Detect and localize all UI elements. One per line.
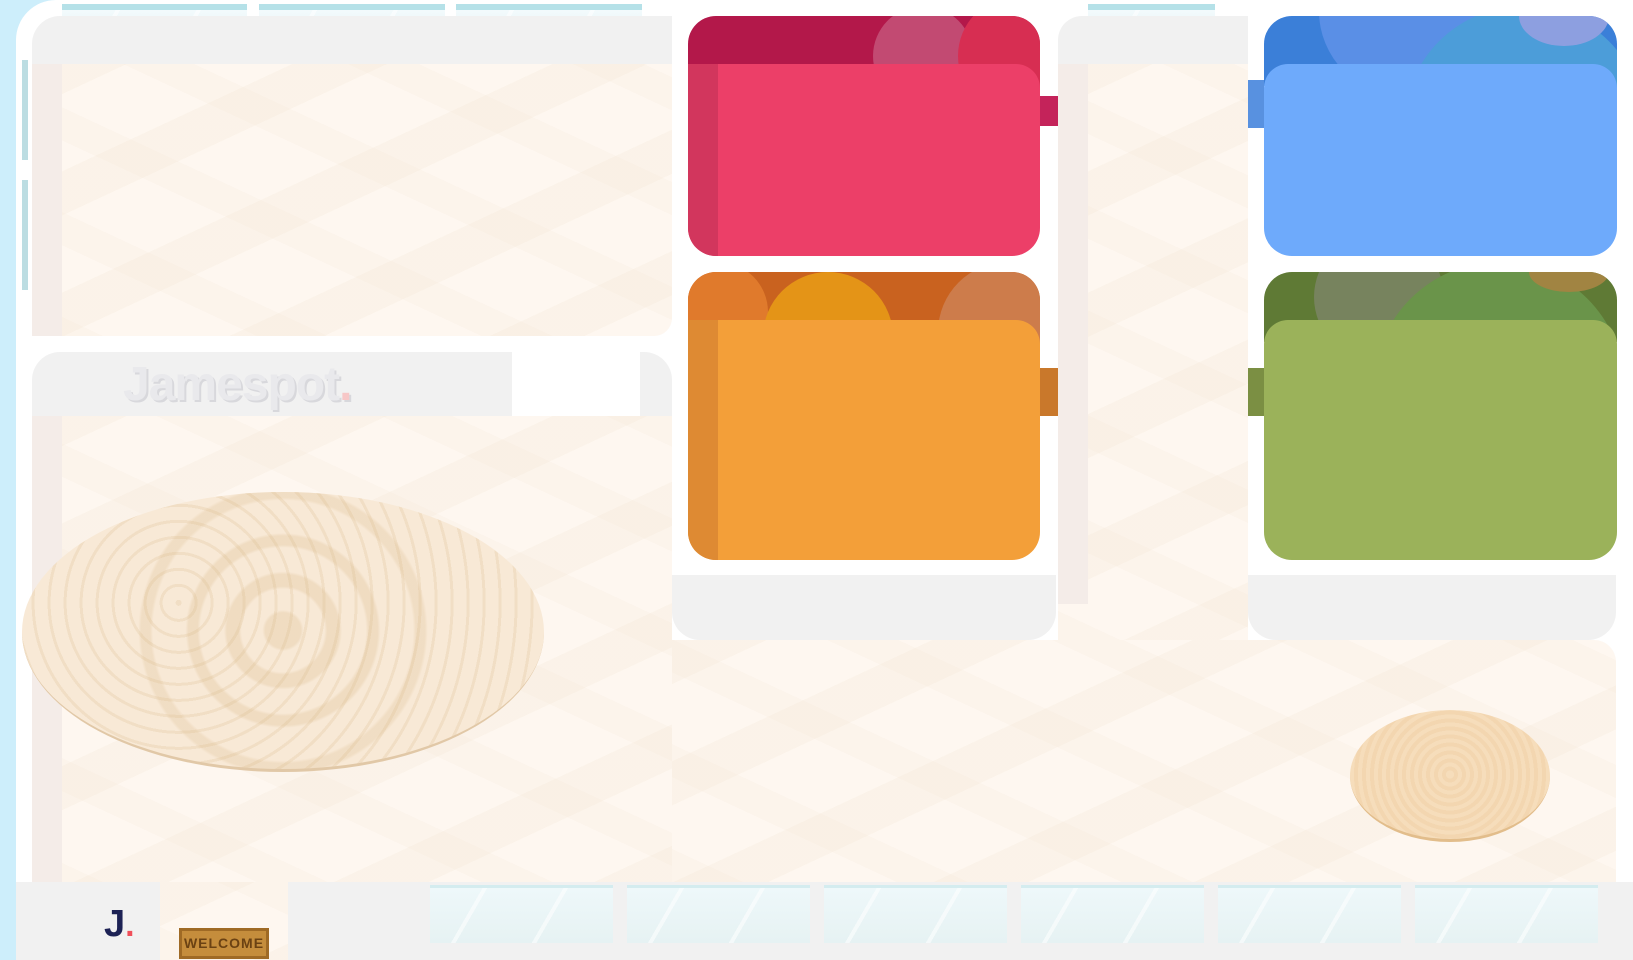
room-door-side [688,64,718,256]
bottom-window-3 [824,885,1007,943]
room-door[interactable] [1248,368,1264,416]
open-space-upper-left [32,64,672,336]
side-window-lower [22,180,28,290]
bottom-window-4 [1021,885,1204,943]
jamespot-corner-logo[interactable]: J. [104,902,135,946]
wall-segment [1248,575,1616,640]
meeting-room-blue[interactable] [1264,16,1617,256]
meeting-room-green[interactable] [1264,272,1617,560]
round-woven-rug [1350,710,1550,842]
jamespot-watermark: Jamespot. [123,356,352,414]
bottom-window-6 [1415,885,1598,943]
room-floor [1264,64,1617,256]
logo-dot: . [125,906,135,944]
meeting-room-orange[interactable] [688,272,1040,560]
side-window-upper [22,60,28,160]
bottom-window-2 [627,885,810,943]
wall-segment [32,64,62,336]
room-floor [688,320,1040,560]
wall-segment [32,16,672,66]
room-door[interactable] [1040,96,1058,126]
meeting-room-red[interactable] [688,16,1040,256]
room-door[interactable] [1248,80,1264,128]
welcome-mat-text: WELCOME [183,935,265,951]
bottom-window-1 [430,885,613,943]
logo-letter: J [104,903,126,945]
wall-segment [32,352,512,416]
room-floor [1264,320,1617,560]
wall-segment [1058,16,1248,66]
brand-watermark-text: Jamespot [123,358,340,411]
room-door-side [688,320,718,560]
wall-segment [640,352,672,416]
room-floor [688,64,1040,256]
wall-segment [1058,64,1088,604]
welcome-mat: WELCOME [179,928,269,959]
wall-segment [672,575,1056,640]
room-door[interactable] [1040,368,1058,416]
corridor-between-rooms [1058,64,1248,644]
brand-watermark-dot: . [339,358,352,411]
room-decoration [1529,272,1609,292]
bottom-window-5 [1218,885,1401,943]
round-ornamental-rug [22,492,544,772]
